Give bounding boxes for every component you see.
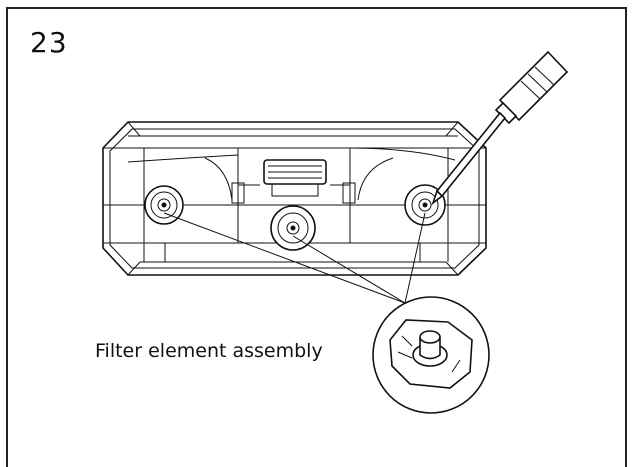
callout-label: Filter element assembly: [95, 340, 323, 362]
leader-lines: [163, 212, 426, 304]
center-clip: [263, 159, 327, 197]
detail-magnifier: [372, 296, 490, 414]
left-screw-boss: [144, 185, 184, 225]
filter-housing-illustration: [102, 50, 569, 414]
step-number: 23: [30, 26, 68, 59]
center-screw-boss: [270, 205, 316, 251]
screwdriver-icon: [431, 50, 569, 206]
